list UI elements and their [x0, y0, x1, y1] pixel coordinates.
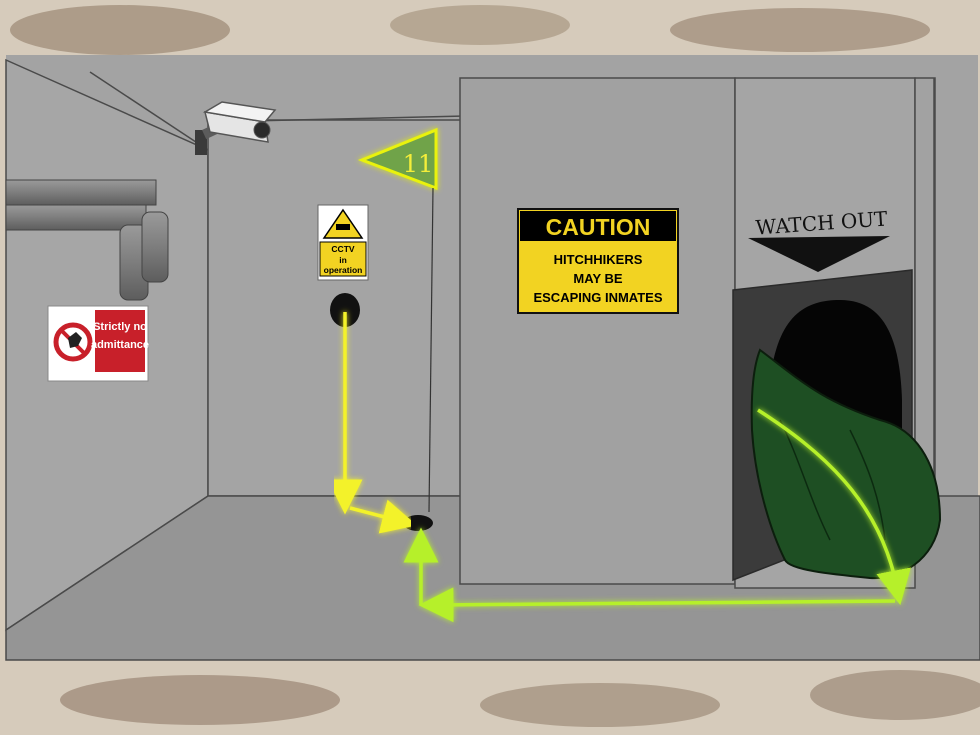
level-number: 11 — [403, 150, 434, 178]
green-path — [403, 408, 911, 623]
wall-pipes — [5, 179, 169, 301]
floor-hole[interactable] — [403, 515, 433, 531]
cctv-line2: in — [339, 255, 347, 265]
no-entry-sign[interactable] — [47, 305, 149, 382]
cctv-line1: CCTV — [331, 244, 354, 254]
no-entry-line2: admittance — [91, 339, 149, 351]
cctv-line3: operation — [324, 265, 363, 275]
down-arrow-icon — [748, 236, 890, 272]
pillar-block — [459, 77, 736, 585]
camera-icon — [336, 224, 350, 230]
level-flag[interactable] — [357, 127, 438, 191]
caution-line3: ESCAPING INMATES — [533, 290, 662, 305]
flag-pole — [428, 187, 434, 513]
cctv-sign[interactable] — [317, 204, 369, 281]
caution-title: CAUTION — [546, 214, 651, 240]
cctv-camera-icon[interactable] — [195, 101, 277, 155]
caution-line2: MAY BE — [573, 271, 622, 286]
caution-sign[interactable] — [517, 208, 679, 314]
no-entry-line1: Strictly no — [93, 321, 147, 333]
yellow-path — [327, 312, 417, 534]
caution-line1: HITCHHIKERS — [554, 252, 643, 267]
grunge-stains — [10, 5, 980, 727]
wall-hole[interactable] — [330, 293, 360, 327]
green-tarp — [750, 348, 942, 580]
hand-icon — [68, 332, 82, 348]
